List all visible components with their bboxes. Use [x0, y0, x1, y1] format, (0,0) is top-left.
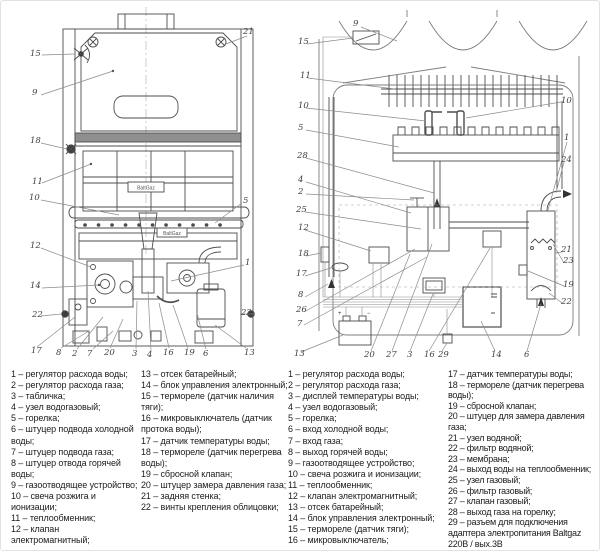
legend-item: 24 – выход воды на теплообменник; — [448, 464, 591, 475]
legend-item: 12 – клапан электромагнитный; — [288, 491, 418, 502]
solenoid-valve — [368, 246, 390, 297]
legend-item: 29 – разъем для подключения адаптера эле… — [448, 517, 582, 549]
legend-item: 7 – штуцер подвода газа; — [11, 446, 114, 457]
legend-item: 1 – регулятор расхода воды; — [288, 369, 405, 379]
legend-item: 15 – термореле (датчик наличия тяги); — [141, 391, 274, 413]
legend-item: 15 – термореле (датчик тяги); — [288, 524, 409, 535]
legend-item: 21 – задняя стенка; — [141, 491, 221, 502]
legend-schematic-col2: 17 – датчик температуры воды;18 – термор… — [448, 369, 598, 549]
legend-item: 8 – штуцер отвода горячей воды; — [11, 457, 121, 479]
legend-item: 25 – узел газовый; — [448, 474, 521, 485]
legend-item: 18 – термореле (датчик перегрева воды); — [448, 379, 584, 401]
burner-tray: BaltGaz — [78, 212, 238, 260]
wiring-bus — [323, 296, 463, 308]
legend-item: 17 – датчик температуры воды; — [141, 435, 270, 446]
schematic-leaders — [300, 26, 568, 353]
legend-item: 8 – выход горячей воды; — [288, 446, 388, 457]
legend-item: 20 – штуцер замера давления газа; — [141, 479, 287, 490]
legend-item: 12 – клапан электромагнитный; — [11, 524, 90, 546]
battery-minus-sign: − — [367, 311, 371, 317]
legend-item: 11 – теплообменник; — [288, 479, 373, 490]
legend-item: 10 – свеча розжига и ионизации; — [11, 491, 96, 513]
legend-item: 17 – датчик температуры воды; — [448, 369, 573, 379]
gas-unit — [406, 197, 450, 252]
legend-item: 18 – термореле (датчик перегрева воды); — [141, 446, 282, 468]
legend-item: 20 – штуцер для замера давления газа; — [448, 411, 585, 432]
legend-item: 3 – дисплей температуры воды; — [288, 391, 419, 402]
legend-item: 13 – отсек батарейный; — [141, 369, 237, 379]
legend-item: 1 – регулятор расхода воды; — [11, 369, 128, 379]
legend-item: 19 – сбросной клапан; — [141, 468, 233, 479]
legend-item: 7 – вход газа; — [288, 435, 343, 446]
power-connector — [442, 309, 453, 344]
heat-exchanger-fins — [381, 75, 563, 107]
temperature-display — [422, 277, 446, 297]
legend-item: 19 – сбросной клапан; — [448, 400, 537, 411]
ignition-electrodes — [424, 110, 465, 136]
legend-front-view-col1: 1 – регулятор расхода воды;2 – регулятор… — [11, 369, 139, 547]
schematic-drawing: + − — [300, 10, 588, 353]
burner — [392, 126, 560, 162]
control-unit — [462, 286, 502, 328]
legend-item: 6 – вход холодной воды; — [288, 424, 389, 435]
legend-item: 3 – табличка; — [11, 391, 66, 402]
battery: + − — [338, 307, 372, 346]
brand-plate-1: BaltGaz — [137, 186, 155, 192]
legend-schematic-col1: 1 – регулятор расхода воды;2 – регулятор… — [288, 369, 446, 547]
water-heater-technical-drawings: BaltGaz BaltGaz — [36, 7, 588, 353]
hot-water-pipe — [320, 97, 349, 297]
front-view-drawing: BaltGaz BaltGaz — [36, 7, 255, 351]
legend-item: 11 – теплообменник; — [11, 513, 96, 524]
legend-item: 2 – регулятор расхода газа; — [288, 380, 401, 391]
legend-item: 10 – свеча розжига и ионизации; — [288, 468, 422, 479]
legend-item: 16 – микровыключатель (датчик протока во… — [141, 413, 272, 435]
heat-exchanger: BaltGaz — [68, 150, 250, 229]
drawing-layer: BaltGaz BaltGaz — [1, 1, 599, 369]
legend-item: 14 – блок управления электронный; — [141, 380, 288, 391]
draft-diverter — [338, 10, 588, 84]
legend-item: 5 – горелка; — [11, 413, 60, 424]
legend-item: 21 – узел водяной; — [448, 432, 522, 443]
legend-front-view-col2: 13 – отсек батарейный;14 – блок управлен… — [141, 369, 289, 513]
bottom-fittings — [61, 298, 255, 344]
legend-item: 9 – газоотводящее устройство; — [288, 457, 415, 468]
legend-item: 4 – узел водогазовый; — [288, 402, 378, 413]
legend-item: 4 – узел водогазовый; — [11, 402, 101, 413]
legend-item: 13 – отсек батарейный; — [288, 502, 384, 513]
legend-item: 23 – мембрана; — [448, 453, 510, 464]
flue-collar — [117, 13, 175, 30]
legend-item: 28 – выход газа на горелку; — [448, 506, 556, 517]
dashed-zone — [338, 204, 558, 288]
water-gas-assembly — [86, 246, 222, 308]
battery-plus-sign: + — [338, 311, 342, 317]
draft-sensor — [73, 44, 90, 64]
legend-item: 6 – штуцер подвода холодной воды; — [11, 424, 134, 446]
water-unit — [518, 190, 572, 308]
microswitch — [482, 230, 502, 297]
legend-item: 9 – газоотводящее устройство; — [11, 479, 138, 490]
left-fitting-knob — [65, 143, 77, 155]
legend-item: 16 – микровыключатель; — [288, 535, 389, 546]
smoke-hood — [74, 32, 242, 147]
legend-item: 2 – регулятор расхода газа; — [11, 380, 124, 391]
brand-plate-2: BaltGaz — [163, 231, 181, 237]
legend-item: 14 – блок управления электронный; — [288, 513, 435, 524]
legend-item: 5 – горелка; — [288, 413, 337, 424]
legend-item: 22 – фильтр водяной; — [448, 443, 534, 454]
gas-pipe-to-burner — [433, 161, 441, 229]
legend-item: 22 – винты крепления облицовки; — [141, 502, 279, 513]
battery-compartment — [196, 283, 226, 328]
legend-item: 26 – фильтр газовый; — [448, 485, 533, 496]
legend-item: 27 – клапан газовый; — [448, 496, 531, 507]
draft-thermo-relay — [322, 30, 380, 297]
front-view-leaders — [36, 35, 255, 351]
